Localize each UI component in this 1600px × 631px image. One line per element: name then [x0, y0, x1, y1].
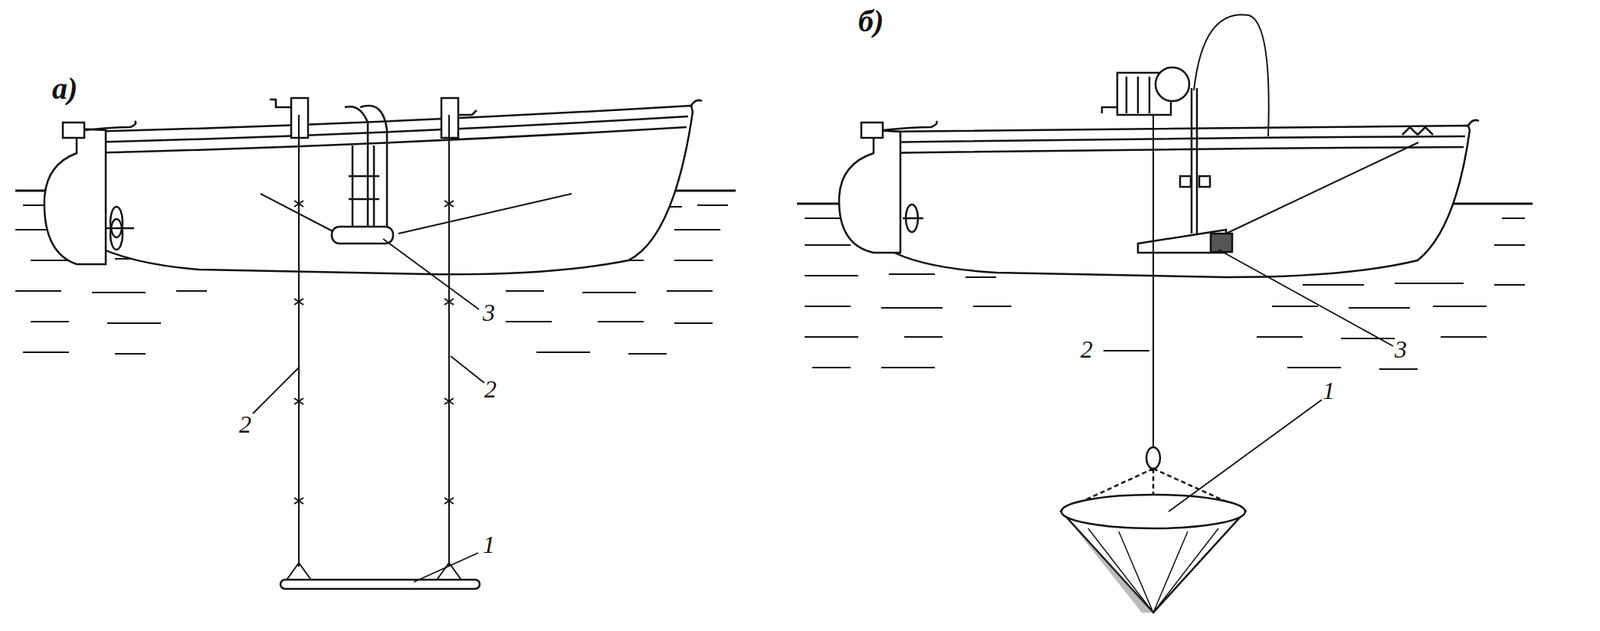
panel-letter: а) [50, 73, 79, 105]
mast [1180, 88, 1210, 234]
guy-line [1226, 142, 1419, 234]
gunwale [881, 136, 1466, 143]
tiller [882, 121, 938, 131]
hose [1193, 14, 1269, 137]
cleat [1402, 127, 1433, 135]
hoist-frame [344, 105, 387, 230]
callout-number: 3 [481, 300, 497, 325]
winch [1101, 67, 1190, 115]
callout-number: 2 [1078, 337, 1095, 362]
callout-number: 1 [1321, 378, 1337, 404]
transducer [1210, 233, 1233, 253]
cable [1152, 114, 1155, 449]
panel-letter: б) [856, 6, 886, 37]
guy-line [260, 193, 572, 234]
tiller-post [62, 122, 85, 138]
cable [285, 114, 463, 583]
stem [691, 100, 702, 106]
propeller [902, 204, 924, 233]
callout-number: 1 [481, 532, 497, 558]
callout-number: 3 [1393, 337, 1409, 362]
callout-number: 2 [237, 412, 253, 437]
callout-number: 2 [482, 377, 499, 402]
motor-housing [839, 130, 901, 253]
sampling-frame [280, 580, 480, 590]
tiller-post [861, 122, 883, 138]
leader-line [1103, 249, 1394, 512]
propeller [105, 206, 135, 250]
cone-dredge [1061, 447, 1246, 614]
motor-housing [44, 128, 106, 265]
stem [1468, 120, 1479, 126]
tiller [84, 121, 136, 131]
boat-hull [85, 105, 693, 275]
winch [269, 98, 477, 138]
leader-line [252, 239, 485, 583]
transducer [331, 226, 394, 244]
gunwale [881, 147, 1464, 154]
boat-hull [881, 125, 1470, 278]
